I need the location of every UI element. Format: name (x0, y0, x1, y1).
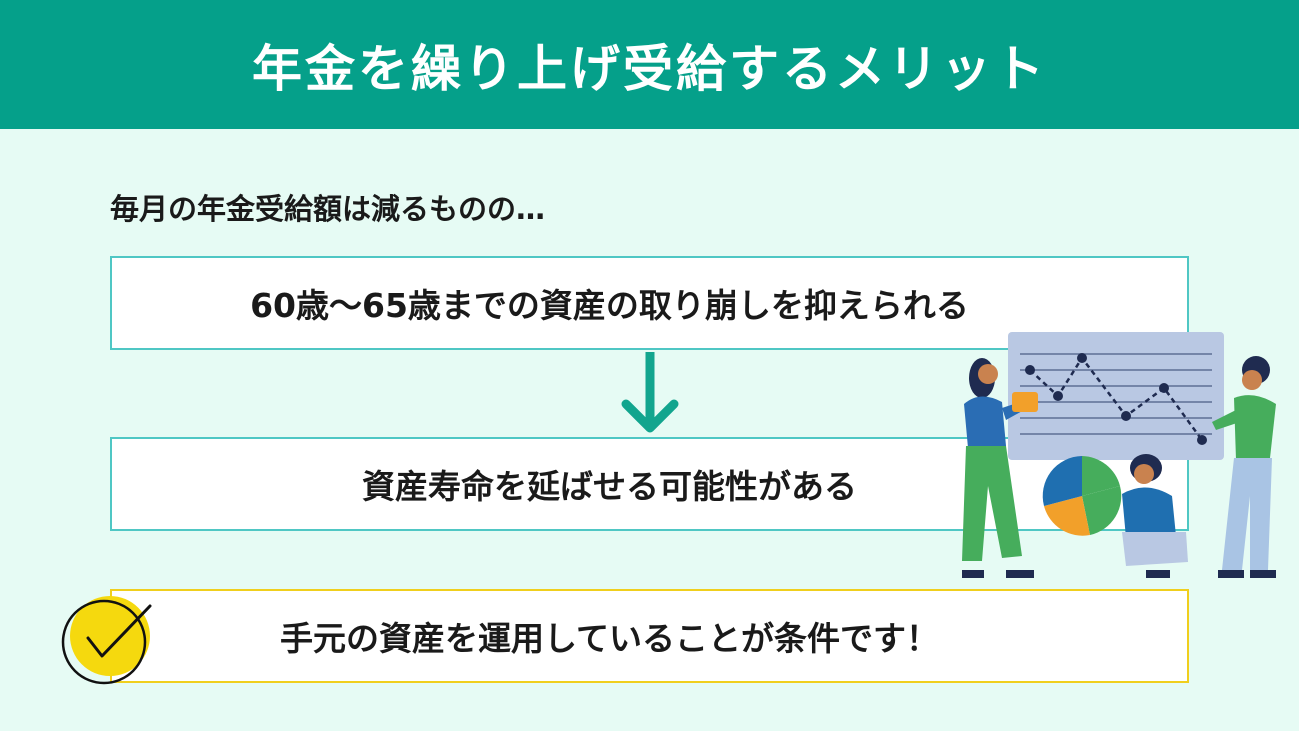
benefit-text-1: 60歳〜65歳までの資産の取り崩しを抑えられる (250, 286, 969, 325)
benefit-text-2: 資産寿命を延ばせる可能性がある (362, 467, 857, 506)
condition-text: 手元の資産を運用していることが条件です！ (279, 619, 939, 658)
arrow-down-icon (621, 352, 679, 433)
checkmark-icon (61, 596, 152, 685)
header-banner: 年金を繰り上げ受給するメリット (0, 0, 1299, 129)
benefit-box-1: 60歳〜65歳までの資産の取り崩しを抑えられる (110, 256, 1189, 350)
business-team-chart-illustration (962, 332, 1276, 578)
page-title: 年金を繰り上げ受給するメリット (252, 39, 1047, 98)
intro-text: 毎月の年金受給額は減るものの… (110, 192, 546, 226)
condition-box: 手元の資産を運用していることが条件です！ (110, 589, 1189, 683)
